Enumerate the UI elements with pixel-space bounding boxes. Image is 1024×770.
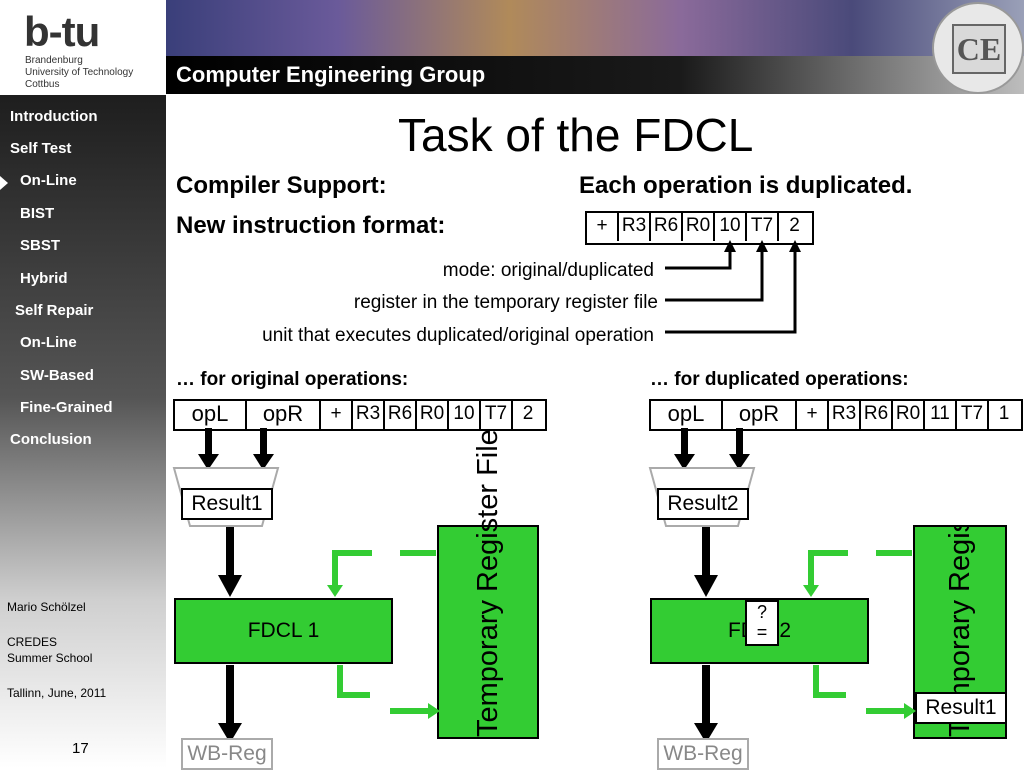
temp-register-file-left: Temporary Register File [437,429,539,739]
sidebar-item-online[interactable]: On-Line [20,172,77,189]
format-reg3: R0 [681,213,713,241]
format-temp-reg: T7 [745,213,777,241]
university-name-line2: University of Technology [25,67,134,78]
sidebar-item-fine-grained[interactable]: Fine-Grained [20,399,113,416]
label-mode: mode: original/duplicated [442,260,654,281]
trf-left-label: Temporary Register File [472,429,504,737]
label-unit: unit that executes duplicated/original o… [262,325,654,346]
dup-mode: 11 [923,401,955,429]
sidebar-item-conclusion[interactable]: Conclusion [10,431,92,448]
format-mode: 10 [713,213,745,241]
format-connector-lines [665,240,801,334]
duplicated-note: Each operation is duplicated. [579,172,913,199]
dup-opr: opR [721,401,795,429]
orig-op: + [319,401,351,429]
result1-register: Result1 [181,488,273,520]
group-name: Computer Engineering Group [176,62,486,87]
event-subtitle: Summer School [7,651,93,665]
label-register: register in the temporary register file [353,292,658,313]
sidebar-item-introduction[interactable]: Introduction [10,108,98,125]
wb-reg-left: WB-Reg [181,738,273,770]
dup-opl: opL [651,401,721,429]
pipeline-arrows-right [694,527,718,743]
orig-reg2: R6 [383,401,415,429]
original-ops-title: … for original operations: [176,369,409,390]
dup-reg3: R0 [891,401,923,429]
sidebar-item-sw-based[interactable]: SW-Based [20,367,94,384]
wb-reg-right: WB-Reg [657,738,749,770]
logo-area [0,0,166,95]
compare-question: ? [756,602,767,622]
header-title-bar [166,56,1024,94]
compiler-support-label: Compiler Support: [176,172,387,199]
orig-reg3: R0 [415,401,447,429]
ce-badge: CE [952,24,1006,74]
slide-title: Task of the FDCL [398,109,754,161]
current-item-arrow-icon [0,176,8,190]
university-name-line1: Brandenburg [25,55,83,66]
orig-reg1: R3 [351,401,383,429]
orig-unit: 2 [511,401,543,429]
result2-register: Result2 [657,488,749,520]
pipeline-arrows-left [218,527,242,743]
sidebar-item-self-test[interactable]: Self Test [10,140,72,157]
trf-result1-entry: Result1 [915,692,1007,724]
sidebar-item-sbst[interactable]: SBST [20,237,61,254]
sidebar-item-hybrid[interactable]: Hybrid [20,270,68,287]
page-number: 17 [72,740,89,757]
dup-reg2: R6 [859,401,891,429]
sidebar [0,95,166,768]
author-name: Mario Schölzel [7,600,86,614]
fdcl1-unit: FDCL 1 [174,598,393,664]
event-place-date: Tallinn, June, 2011 [7,686,107,700]
format-unit: 2 [777,213,810,241]
dup-temp-reg: T7 [955,401,987,429]
event-name: CREDES [7,635,58,649]
university-logo: b-tu [24,8,100,55]
format-reg1: R3 [617,213,649,241]
dup-unit: 1 [987,401,1019,429]
dup-reg1: R3 [827,401,859,429]
orig-temp-reg: T7 [479,401,511,429]
sidebar-item-self-repair[interactable]: Self Repair [15,302,94,319]
orig-opl: opL [175,401,245,429]
orig-opr: opR [245,401,319,429]
trf-right-feedback-arrows [803,550,916,719]
format-op: + [587,213,617,243]
sidebar-item-bist[interactable]: BIST [20,205,55,222]
orig-mode: 10 [447,401,479,429]
sidebar-item-online-repair[interactable]: On-Line [20,334,77,351]
compare-box: ? = [745,600,779,646]
duplicated-ops-title: … for duplicated operations: [650,369,909,390]
dup-op: + [795,401,827,429]
trf-left-feedback-arrows [327,550,440,719]
ce-dept-logo: CE [932,2,1024,94]
university-name-line3: Cottbus [25,79,60,90]
compare-equals: = [756,622,768,642]
instruction-format-label: New instruction format: [176,212,446,239]
header-banner-image [166,0,1024,56]
format-reg2: R6 [649,213,681,241]
